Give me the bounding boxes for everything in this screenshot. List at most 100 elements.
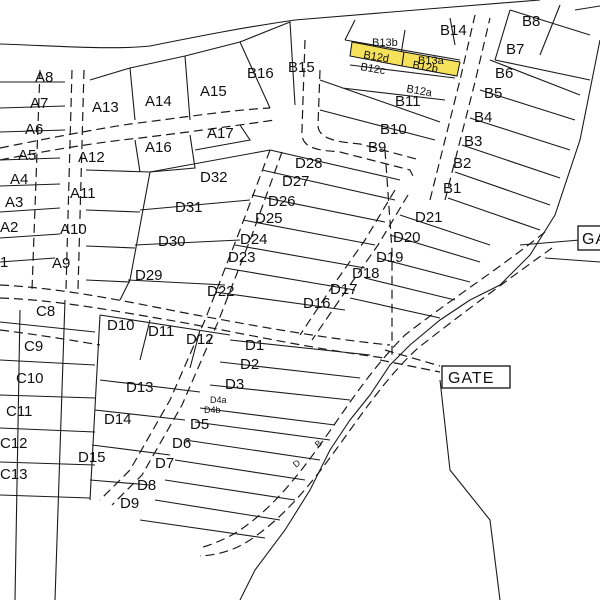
gate-east-label: GATE: [448, 370, 494, 387]
plot-d1-label[interactable]: D1: [245, 337, 264, 354]
plot-b4-label[interactable]: B4: [474, 109, 492, 126]
plot-a10-label[interactable]: A10: [60, 221, 87, 238]
plot-d22-label[interactable]: D22: [207, 283, 235, 300]
plot-b13a-label[interactable]: B13a: [418, 55, 445, 67]
d-road-diagonal-4: [311, 194, 409, 341]
plot-b9-label[interactable]: B9: [368, 139, 386, 156]
plot-d30-label[interactable]: D30: [158, 233, 186, 250]
plot-b13b-label[interactable]: B13b: [372, 37, 398, 49]
plot-d25-label[interactable]: D25: [255, 210, 283, 227]
gate-east[interactable]: GATE: [441, 365, 511, 389]
main-road-inner: [199, 247, 553, 557]
plot-d13-label[interactable]: D13: [126, 379, 154, 396]
plot-labels-c: C8 C9 C10 C11 C12 C13: [0, 303, 55, 483]
plot-d20-label[interactable]: D20: [393, 229, 421, 246]
plot-b7-label[interactable]: B7: [506, 41, 524, 58]
plot-a17-label[interactable]: A17: [207, 125, 234, 142]
plot-labels-d-lower: D1 D2 D3 D4a D4b D5 D6 D7 D8 D9 D10 D11 …: [78, 317, 264, 512]
plot-b12b-highlight[interactable]: [401, 51, 461, 77]
plot-b11-label[interactable]: B11: [395, 93, 421, 110]
plot-b3-label[interactable]: B3: [464, 133, 482, 150]
plot-d27-label[interactable]: D27: [282, 173, 310, 190]
gate-edge-label: GA: [582, 231, 600, 248]
plot-boundaries: [0, 4, 591, 600]
plot-b12c-label[interactable]: B12c: [359, 61, 386, 77]
plot-d5-label[interactable]: D5: [190, 416, 209, 433]
plot-b8-label[interactable]: B8: [522, 13, 540, 30]
plot-a13-label[interactable]: A13: [92, 99, 119, 116]
plot-b12a-label[interactable]: B12a: [405, 83, 433, 99]
plot-d9-label[interactable]: D9: [120, 495, 139, 512]
plot-a14-label[interactable]: A14: [145, 93, 172, 110]
d-road-diagonal-2: [111, 151, 283, 506]
plot-a5-label[interactable]: A5: [18, 147, 36, 164]
plot-d26-label[interactable]: D26: [268, 193, 296, 210]
plot-b14-label[interactable]: B14: [440, 22, 467, 39]
plot-a3-label[interactable]: A3: [5, 194, 23, 211]
plot-d23-label[interactable]: D23: [228, 249, 256, 266]
plot-d28-label[interactable]: D28: [295, 155, 323, 172]
plot-b5-label[interactable]: B5: [484, 85, 502, 102]
plot-a16-label[interactable]: A16: [145, 139, 172, 156]
plot-labels-a: A8 A7 A6 A5 A4 A3 A2 1 A9 A10 A11 A12 A1…: [0, 69, 234, 272]
plot-b12b-label[interactable]: B12b: [411, 59, 438, 75]
plot-b1-label[interactable]: B1: [443, 180, 461, 197]
plot-d16-label[interactable]: D16: [303, 295, 331, 312]
plot-a6-label[interactable]: A6: [25, 121, 43, 138]
plot-c12-label[interactable]: C12: [0, 435, 28, 452]
plot-a11-label[interactable]: A11: [70, 185, 96, 202]
plot-a8-label[interactable]: A8: [35, 69, 53, 86]
b-road-loop-2: [317, 69, 421, 161]
plot-d24-label[interactable]: D24: [240, 231, 268, 248]
plot-d15-label[interactable]: D15: [78, 449, 106, 466]
plot-a15-label[interactable]: A15: [200, 83, 227, 100]
plot-d21-label[interactable]: D21: [415, 209, 443, 226]
plot-d11-label[interactable]: D11: [148, 323, 174, 340]
plot-d19-label[interactable]: D19: [376, 249, 404, 266]
plot-a1-label[interactable]: 1: [0, 254, 8, 271]
plot-d3-label[interactable]: D3: [225, 376, 244, 393]
plot-a9-label[interactable]: A9: [52, 255, 70, 272]
plot-d6-label[interactable]: D6: [172, 435, 191, 452]
plot-d17-label[interactable]: D17: [330, 281, 358, 298]
d-loop-road-lower: [0, 297, 386, 359]
plot-c11-label[interactable]: C11: [6, 403, 32, 420]
plot-d2-label[interactable]: D2: [240, 356, 259, 373]
plot-b10-label[interactable]: B10: [380, 121, 407, 138]
b-road-loop: [301, 39, 416, 181]
plot-c8-label[interactable]: C8: [36, 303, 55, 320]
gate-edge[interactable]: GA: [577, 225, 600, 251]
plot-a12-label[interactable]: A12: [78, 149, 105, 166]
main-road-outer: [199, 231, 546, 549]
north-boundary: [0, 0, 541, 49]
plot-d4a-label[interactable]: D4a: [210, 395, 227, 405]
plot-b15-label[interactable]: B15: [288, 59, 315, 76]
plot-b6-label[interactable]: B6: [495, 65, 513, 82]
plot-c10-label[interactable]: C10: [16, 370, 44, 387]
plot-a7-label[interactable]: A7: [30, 95, 48, 112]
plot-d32-label[interactable]: D32: [200, 169, 228, 186]
plot-a4-label[interactable]: A4: [10, 171, 28, 188]
plot-b2-label[interactable]: B2: [453, 155, 471, 172]
plot-d31-label[interactable]: D31: [175, 199, 203, 216]
road-mark-2: B: [313, 438, 324, 450]
plot-d12-label[interactable]: D12: [186, 331, 214, 348]
plot-b12d-label[interactable]: B12d: [362, 49, 389, 65]
plot-c13-label[interactable]: C13: [0, 466, 28, 483]
d-road-diagonal-1: [99, 149, 271, 501]
c-road-west: [0, 329, 101, 346]
plot-a2-label[interactable]: A2: [0, 219, 18, 236]
plot-d7-label[interactable]: D7: [155, 455, 174, 472]
plot-d14-label[interactable]: D14: [104, 411, 132, 428]
a-road-lower: [0, 119, 276, 161]
plot-d18-label[interactable]: D18: [352, 265, 380, 282]
plot-d4b-label[interactable]: D4b: [204, 405, 221, 415]
plot-d10-label[interactable]: D10: [107, 317, 135, 334]
gate-road-west: [379, 349, 441, 373]
plot-b16-label[interactable]: B16: [247, 65, 274, 82]
plot-d8-label[interactable]: D8: [137, 477, 156, 494]
plot-d29-label[interactable]: D29: [135, 267, 163, 284]
plot-c9-label[interactable]: C9: [24, 338, 43, 355]
